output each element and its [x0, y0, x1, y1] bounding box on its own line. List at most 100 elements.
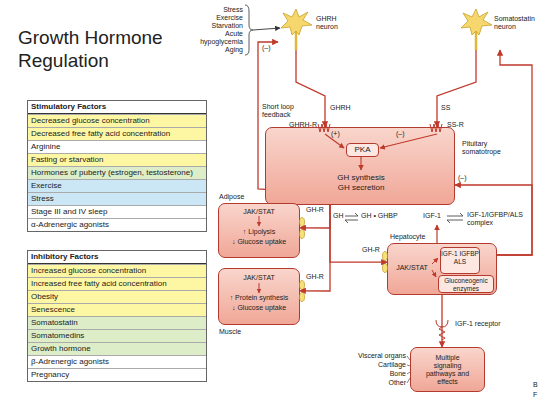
node-label: IGF-1 IGFBP ALS	[441, 250, 479, 265]
node-label: GHRH neuron	[316, 15, 358, 31]
annotation-label: Starvation	[197, 22, 243, 30]
product-box: Gluconeogenic enzymes	[438, 275, 494, 293]
annotation-label: GH • GHBP	[361, 212, 403, 220]
signal-arrow	[441, 295, 442, 347]
table-cell: Somatomedins	[28, 329, 206, 342]
equilibrium-arrow	[345, 213, 358, 223]
table-cell: Decreased glucose concentration	[28, 114, 206, 127]
node-text: ↑ Protein synthesis	[222, 294, 296, 302]
annotation-label: (–)	[262, 44, 278, 52]
equilibrium-arrow	[447, 213, 463, 223]
annotation-label: (+)	[331, 130, 345, 138]
node-label: Gluconeogenic enzymes	[439, 277, 493, 292]
node-label: PKA	[347, 145, 378, 155]
receptor-symbol	[300, 230, 305, 239]
neuron-symbol	[278, 5, 314, 50]
annotation-label: GH-R	[306, 273, 330, 281]
node-text: ↓ Glucose uptake	[222, 238, 296, 246]
target-cell: AdiposeJAK/STAT↑ Lipolysis↓ Glucose upta…	[218, 203, 300, 258]
table-cell: Somatostatin	[28, 316, 206, 329]
node-text: ↑ Lipolysis	[222, 228, 296, 236]
receptor-symbol	[300, 293, 305, 302]
table-header: Stimulatory Factors	[28, 101, 206, 114]
receptor-symbol	[436, 320, 448, 340]
table-cell: Decreased free fatty acid concentration	[28, 127, 206, 140]
pituitary-cell: Pituitary somatotropeGH synthesisGH secr…	[265, 127, 455, 205]
annotation-label: GHRH-R	[283, 121, 317, 129]
annotation-label: SS	[441, 104, 455, 112]
signal-arrow	[300, 205, 330, 228]
annotation-label: Other	[340, 379, 406, 387]
annotation-label: Exercise	[197, 14, 243, 22]
target-cell: HepatocyteJAK/STATIGF-1 IGFBP ALSGlucone…	[387, 243, 497, 295]
table-cell: β-Adrenergic agonists	[28, 355, 206, 368]
table-cell: Exercise	[28, 179, 206, 192]
node-text: GH synthesis	[321, 173, 401, 183]
table-cell: Pregnancy	[28, 368, 206, 381]
node-label: Multiple signaling pathways and effects	[425, 354, 470, 386]
stimulus-arrow	[253, 28, 280, 30]
product-box: IGF-1 IGFBP ALS	[440, 247, 480, 274]
factor-table: Stimulatory FactorsDecreased glucose con…	[27, 100, 207, 232]
annotation-label: (–)	[396, 130, 410, 138]
neuron-cell: Somatostatin neuron	[458, 5, 540, 50]
neuron-symbol	[458, 5, 494, 50]
node-label: Adipose	[219, 193, 279, 201]
table-cell: Growth hormone	[28, 342, 206, 355]
neuron-body	[281, 9, 312, 35]
node-label: Muscle	[219, 328, 279, 336]
annotation-label: B	[533, 381, 543, 389]
table-cell: Increased free fatty acid concentration	[28, 277, 206, 290]
node-label: Pituitary somatotrope	[462, 140, 517, 156]
table-cell: Fasting or starvation	[28, 153, 206, 166]
secretion-arrow	[436, 225, 437, 243]
annotation-label: GHRH	[330, 104, 360, 112]
annotation-label: Acute hypoglycemia	[197, 30, 243, 46]
annotation-label: IGF-1	[423, 212, 447, 220]
neuron-cell: GHRH neuron	[278, 5, 358, 50]
table-cell: Increased glucose concentration	[28, 264, 206, 277]
target-cell: MuscleJAK/STAT↑ Protein synthesis↓ Gluco…	[218, 268, 300, 325]
annotation-label: Visceral organs	[340, 352, 406, 360]
neuron-body	[461, 9, 492, 35]
node-text: ↓ Glucose uptake	[222, 304, 296, 312]
annotation-label: GH-R	[306, 206, 330, 214]
signal-arrow	[300, 205, 330, 291]
signal-arrow	[497, 50, 532, 255]
page-title: Growth Hormone Regulation	[18, 26, 203, 72]
table-cell: α-Adrenergic agonists	[28, 218, 206, 231]
annotation-label: Short loop feedback	[262, 103, 304, 119]
table-cell: Arginine	[28, 140, 206, 153]
annotation-label: F	[533, 391, 543, 399]
table-cell: Obesity	[28, 290, 206, 303]
enzyme-box: PKA	[346, 143, 379, 157]
table-header: Inhibitory Factors	[28, 251, 206, 264]
annotation-label: IGF-1/IGFBP/ALS complex	[467, 211, 530, 227]
effect-box: Multiple signaling pathways and effects	[410, 347, 485, 392]
signal-arrow	[437, 50, 476, 127]
node-label: Somatostatin neuron	[494, 15, 540, 31]
table-cell: Stage III and IV sleep	[28, 205, 206, 218]
node-text: JAK/STAT	[222, 208, 296, 216]
table-cell: Hormones of puberty (estrogen, testoster…	[28, 166, 206, 179]
node-label: Hepatocyte	[390, 233, 440, 241]
table-cell: Senescence	[28, 303, 206, 316]
node-text: JAK/STAT	[222, 274, 296, 282]
bracket	[245, 5, 253, 55]
annotation-label: (–)	[458, 174, 472, 182]
factor-table: Inhibitory FactorsIncreased glucose conc…	[27, 250, 207, 382]
annotation-label: GH	[333, 212, 345, 220]
receptor-symbol	[300, 281, 305, 290]
annotation-label: Stress	[197, 6, 243, 14]
signal-arrow	[296, 50, 325, 127]
annotation-label: Aging	[197, 46, 243, 54]
node-text: GH secretion	[321, 183, 401, 193]
receptor-symbol	[300, 218, 305, 227]
node-text: JAK/STAT	[390, 264, 434, 272]
table-cell: Stress	[28, 192, 206, 205]
annotation-label: Cartilage	[340, 361, 406, 369]
annotation-label: SS-R	[447, 121, 471, 129]
annotation-label: IGF-1 receptor	[455, 320, 507, 328]
annotation-label: GH-R	[362, 246, 386, 254]
